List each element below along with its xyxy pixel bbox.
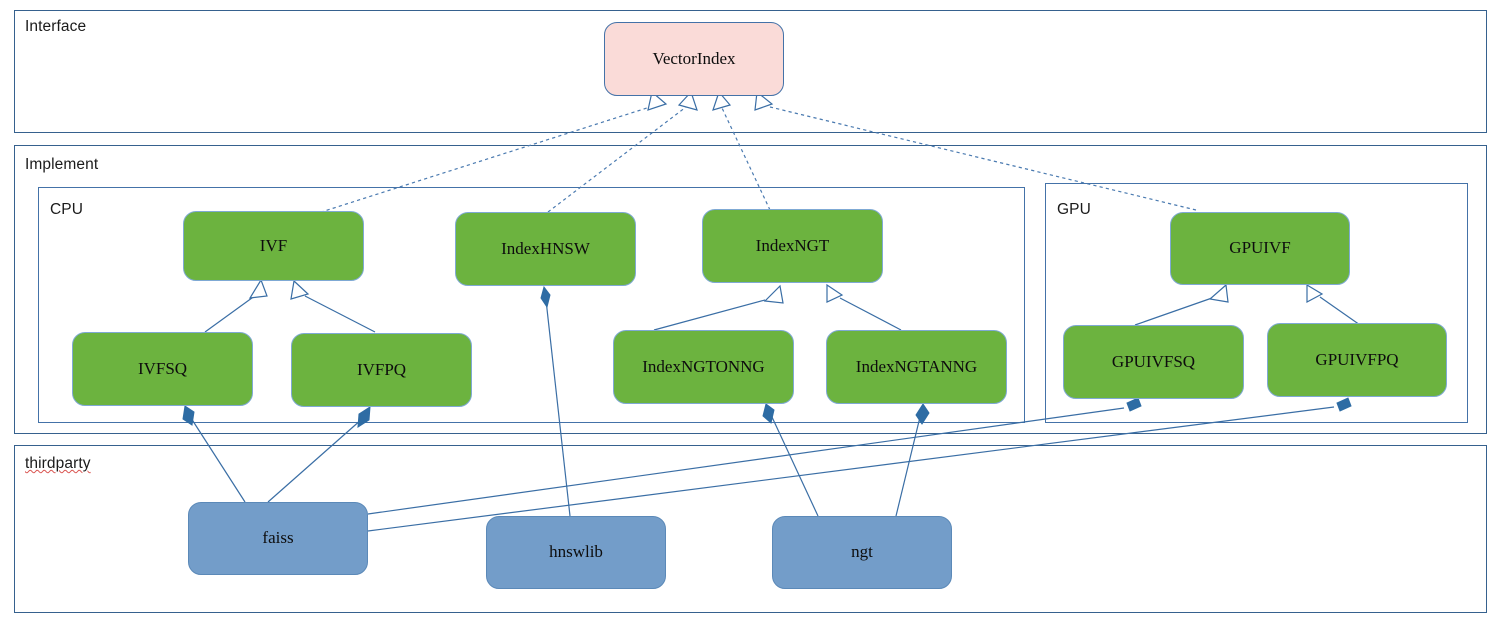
node-ivfsq[interactable]: IVFSQ xyxy=(72,332,253,406)
node-vectorindex[interactable]: VectorIndex xyxy=(604,22,784,96)
package-thirdparty-label: thirdparty xyxy=(25,455,91,472)
node-ivfpq[interactable]: IVFPQ xyxy=(291,333,472,407)
node-indexngt[interactable]: IndexNGT xyxy=(702,209,883,283)
node-ngt[interactable]: ngt xyxy=(772,516,952,589)
package-implement-label: Implement xyxy=(25,156,99,173)
package-interface-label: Interface xyxy=(25,18,87,35)
node-faiss[interactable]: faiss xyxy=(188,502,368,575)
node-gpuivfpq[interactable]: GPUIVFPQ xyxy=(1267,323,1447,397)
node-indexngtanng[interactable]: IndexNGTANNG xyxy=(826,330,1007,404)
node-gpuivf[interactable]: GPUIVF xyxy=(1170,212,1350,285)
package-cpu-label: CPU xyxy=(50,201,84,218)
node-gpuivfsq[interactable]: GPUIVFSQ xyxy=(1063,325,1244,399)
node-indexhnsw[interactable]: IndexHNSW xyxy=(455,212,636,286)
node-ivf[interactable]: IVF xyxy=(183,211,364,281)
package-gpu-label: GPU xyxy=(1057,201,1091,218)
node-indexngtonng[interactable]: IndexNGTONNG xyxy=(613,330,794,404)
node-hnswlib[interactable]: hnswlib xyxy=(486,516,666,589)
